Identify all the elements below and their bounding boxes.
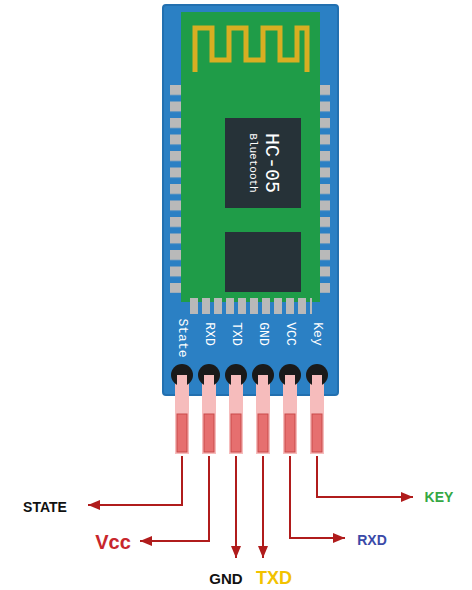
signal-name: GND — [209, 571, 242, 586]
header-hole — [171, 364, 193, 386]
signal-name: STATE — [23, 500, 67, 514]
pin — [258, 375, 268, 387]
chip — [225, 118, 301, 208]
header-hole — [225, 364, 247, 386]
pin-label: State — [176, 318, 189, 357]
leader-line — [235, 456, 237, 558]
pin-label: GND — [257, 322, 270, 345]
pin — [229, 378, 243, 454]
header-pins — [171, 364, 328, 454]
pin — [310, 378, 324, 454]
leader-line — [262, 456, 264, 558]
pin-label: TXD — [230, 322, 243, 345]
pin-tip — [312, 414, 322, 452]
signal-name: RXD — [357, 533, 387, 547]
pin-tip — [177, 414, 187, 452]
board — [163, 5, 338, 395]
pin-label: VCC — [284, 322, 297, 345]
pin — [312, 375, 322, 387]
pin-tip — [231, 414, 241, 452]
antenna-trace — [195, 28, 307, 72]
signal-name: TXD — [256, 569, 292, 587]
chip-marking: HC-05 — [261, 133, 281, 193]
bottom-pads — [190, 298, 312, 314]
header-hole — [198, 364, 220, 386]
chip — [225, 232, 301, 292]
chip-marking: Bluetooth — [247, 133, 258, 192]
pin-tip — [204, 414, 214, 452]
pin — [285, 375, 295, 387]
pin — [204, 375, 214, 387]
pin — [202, 378, 216, 454]
pin — [175, 378, 189, 454]
header-hole — [252, 364, 274, 386]
pin-tip — [258, 414, 268, 452]
signal-name: KEY — [425, 490, 454, 504]
leader-lines — [88, 456, 413, 558]
signal-name: Vcc — [95, 532, 131, 552]
leader-line — [140, 456, 209, 541]
header-hole — [279, 364, 301, 386]
leader-line — [88, 456, 182, 505]
pin — [283, 378, 297, 454]
leader-line — [317, 456, 413, 497]
pin-tip — [285, 414, 295, 452]
module — [181, 12, 320, 302]
pin — [177, 375, 187, 387]
pin-label: RXD — [203, 322, 216, 345]
pin-label: Key — [311, 322, 324, 345]
header-hole — [306, 364, 328, 386]
pin — [231, 375, 241, 387]
pin — [256, 378, 270, 454]
